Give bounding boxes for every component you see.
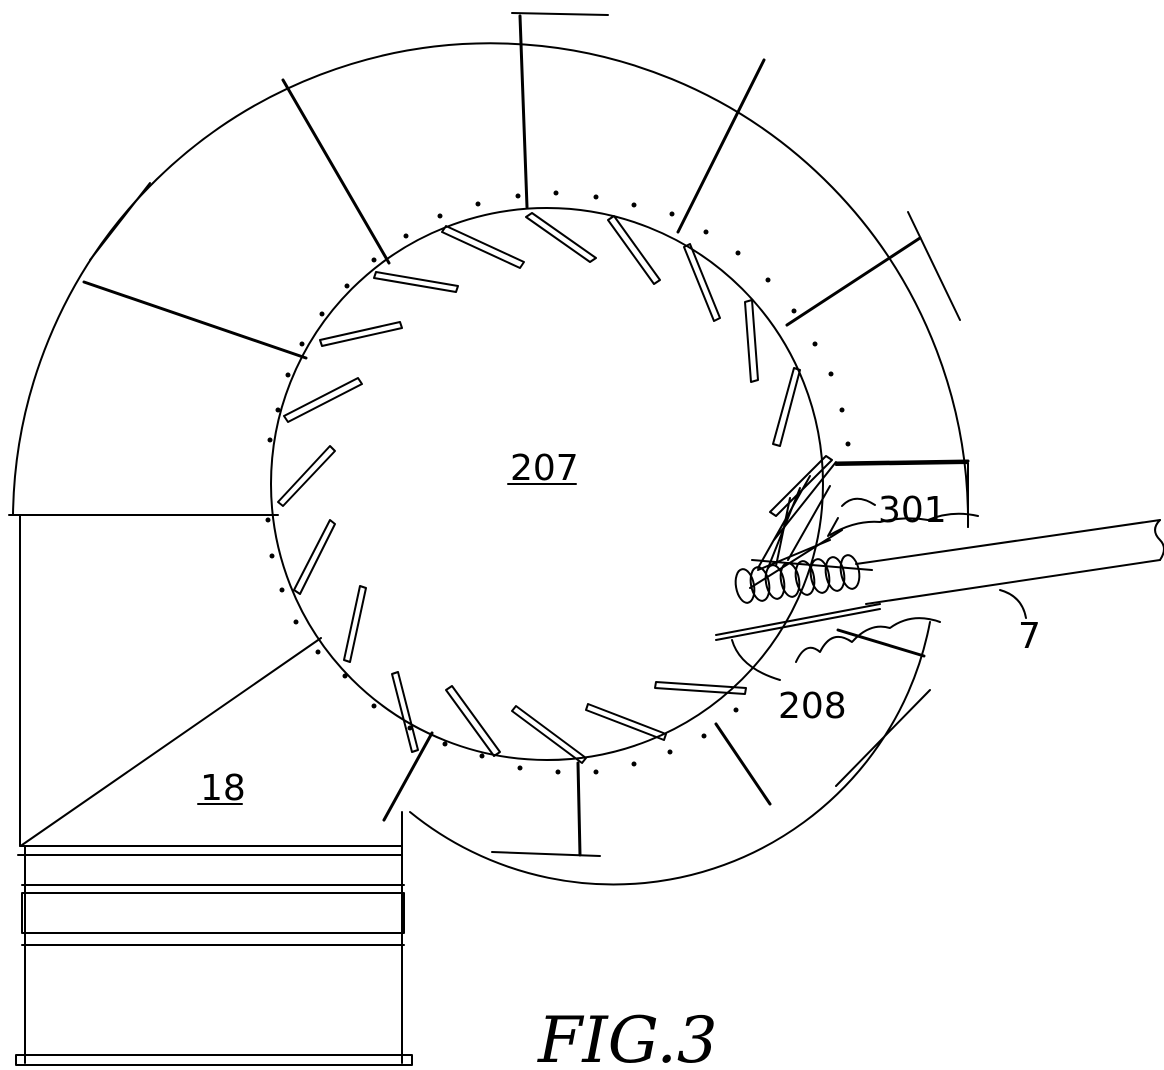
leader-301	[841, 497, 876, 507]
outer-casing	[12, 42, 970, 528]
tube-7	[855, 519, 1164, 605]
label-208: 208	[778, 686, 847, 727]
outer-casing-step	[835, 462, 969, 528]
label-207: 207	[510, 448, 579, 489]
inlet-duct	[8, 514, 413, 1066]
outer-casing-lower	[409, 621, 931, 886]
cutaway-upper	[829, 512, 979, 536]
label-7: 7	[1018, 616, 1041, 657]
leader-lines	[731, 497, 1027, 681]
rim-flanges	[89, 12, 961, 857]
impeller-blades	[277, 212, 833, 764]
leader-7	[999, 589, 1027, 619]
label-301: 301	[878, 490, 947, 531]
casing-partitions	[82, 14, 970, 857]
cutaway-lower	[795, 617, 941, 663]
inner-ring	[270, 207, 824, 761]
figure-caption: FIG.3	[537, 1004, 718, 1070]
leader-208	[731, 639, 781, 681]
label-18: 18	[200, 768, 246, 809]
ring-dots	[265, 190, 851, 775]
coil-spring	[715, 554, 881, 641]
